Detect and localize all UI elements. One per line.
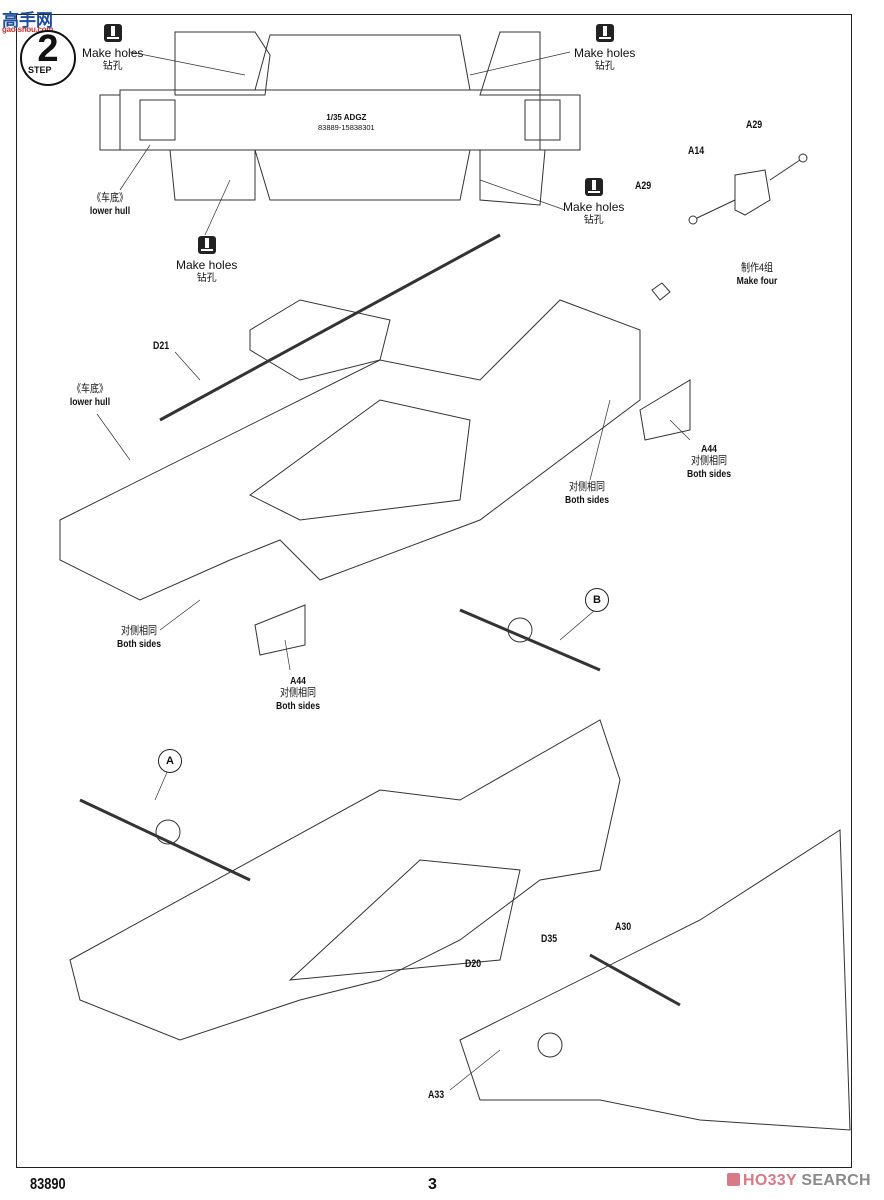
callout-a: A	[158, 749, 182, 773]
watermark-part-b: SEARCH	[796, 1172, 871, 1189]
part-d35: D35	[541, 933, 558, 945]
label-cn: 《车底》	[91, 192, 129, 204]
make-holes-cn: 钻孔	[594, 60, 615, 72]
step-number: 2	[37, 28, 59, 70]
part-d20: D20	[465, 958, 482, 970]
make-four-label: 制作4组 Make four	[728, 262, 785, 287]
logo-title: 高手网	[2, 11, 53, 30]
label-en: Both sides	[275, 699, 321, 712]
lower-hull-front-chassis	[459, 829, 851, 1131]
both-sides-label: 对侧相同 Both sides	[558, 481, 615, 506]
label-cn: 《车底》	[71, 383, 109, 395]
view-arrow	[651, 282, 671, 301]
step-label: STEP	[28, 65, 52, 75]
make-holes-en: Make holes	[176, 258, 238, 273]
make-holes-en: Make holes	[574, 46, 636, 61]
drill-icon	[197, 236, 216, 254]
make-holes-en: Make holes	[563, 200, 625, 215]
watermark-part-a: HO33Y	[743, 1172, 797, 1189]
kit-code: 83890	[30, 1176, 66, 1193]
label-cn: 对侧相同	[690, 455, 728, 468]
hull-marking-code: 83889-15838301	[318, 122, 375, 132]
label-cn: 对侧相同	[279, 687, 317, 700]
leader-lines	[96, 51, 691, 1091]
part-a14: A14	[688, 145, 705, 157]
label-cn: 对侧相同	[568, 481, 606, 493]
drill-icon	[584, 178, 603, 196]
a44-right-label: A44 对侧相同 Both sides	[680, 443, 737, 480]
step-badge: 2 STEP	[20, 28, 76, 86]
label-cn: 制作4组	[740, 262, 774, 274]
page-frame	[16, 14, 852, 1168]
part-a33: A33	[428, 1089, 445, 1101]
both-sides-label: 对侧相同 Both sides	[110, 625, 167, 650]
label-en: lower hull	[69, 395, 111, 408]
hull-marking: 1/35 ADGZ 83889-15838301	[318, 113, 375, 132]
make-holes-note: Make holes 钻孔	[82, 24, 143, 73]
site-logo: 高手网 gao-shou.com	[2, 6, 72, 34]
make-holes-cn: 钻孔	[583, 214, 604, 226]
hobby-search-logo-icon	[727, 1173, 740, 1186]
part-number: A44	[290, 675, 306, 687]
make-holes-en: Make holes	[82, 46, 144, 61]
label-en: Make four	[736, 274, 778, 287]
page-number: 3	[428, 1176, 437, 1193]
label-en: lower hull	[89, 204, 131, 217]
callout-b: B	[585, 588, 609, 612]
drill-icon	[595, 24, 614, 42]
part-d21: D21	[153, 340, 170, 352]
logo-url: gao-shou.com	[2, 25, 54, 34]
part-a30: A30	[615, 921, 632, 933]
make-holes-note: Make holes 钻孔	[574, 24, 635, 73]
hull-marking-scale: 1/35 ADGZ	[326, 113, 367, 122]
lower-hull-middle	[59, 233, 691, 656]
part-a29: A29	[746, 119, 763, 131]
make-holes-cn: 钻孔	[102, 60, 123, 72]
hobby-search-watermark: HO33Y SEARCH	[727, 1172, 871, 1190]
part-number: A44	[701, 443, 717, 455]
label-cn: 对侧相同	[120, 625, 158, 637]
part-a29: A29	[635, 180, 652, 192]
lower-hull-plan-view	[99, 31, 581, 206]
label-en: Both sides	[686, 467, 732, 480]
drill-icon	[103, 24, 122, 42]
lower-hull-label: 《车底》 lower hull	[65, 383, 114, 408]
make-holes-note: Make holes 钻孔	[176, 236, 237, 285]
a44-left-label: A44 对侧相同 Both sides	[269, 675, 326, 712]
lower-hull-chassis	[69, 608, 621, 1041]
label-en: Both sides	[116, 637, 162, 650]
make-holes-cn: 钻孔	[196, 272, 217, 284]
lower-hull-label: 《车底》 lower hull	[85, 192, 134, 217]
label-en: Both sides	[564, 493, 610, 506]
make-holes-note: Make holes 钻孔	[563, 178, 624, 227]
a14-bracket	[688, 153, 808, 225]
